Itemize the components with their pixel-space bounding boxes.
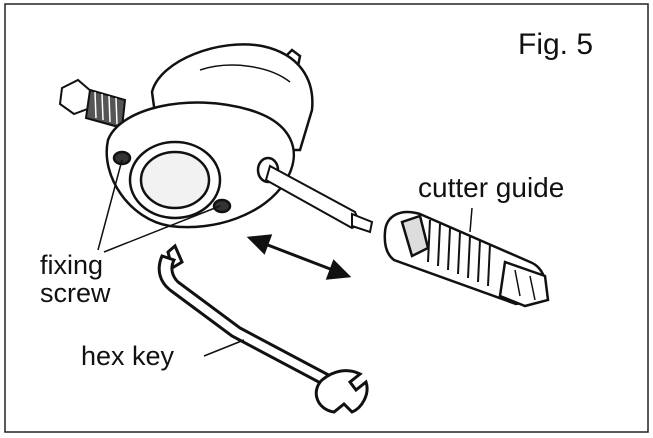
leader-hex-key [203,339,245,357]
hex-key [157,243,369,414]
label-fixing-screw-line1: fixing [40,250,104,280]
cutter-guide [383,210,550,308]
threaded-shank [58,78,127,130]
label-fixing-screw-line2: screw [40,278,111,308]
leader-lines [97,159,473,357]
leader-fixing-screw-right [103,205,221,253]
fixing-screw-hole-left [112,150,132,166]
movement-arrow [246,234,352,280]
leader-fixing-screw-left [97,159,123,251]
fixing-screw-hole-right [212,198,232,214]
figure-frame [4,3,649,433]
label-cutter-guide: cutter guide [418,172,565,203]
cutter-body [105,43,314,229]
figure-title: Fig. 5 [518,28,594,61]
label-hex-key: hex key [81,341,175,371]
drill-pin [264,164,374,234]
leader-cutter-guide [469,207,473,233]
